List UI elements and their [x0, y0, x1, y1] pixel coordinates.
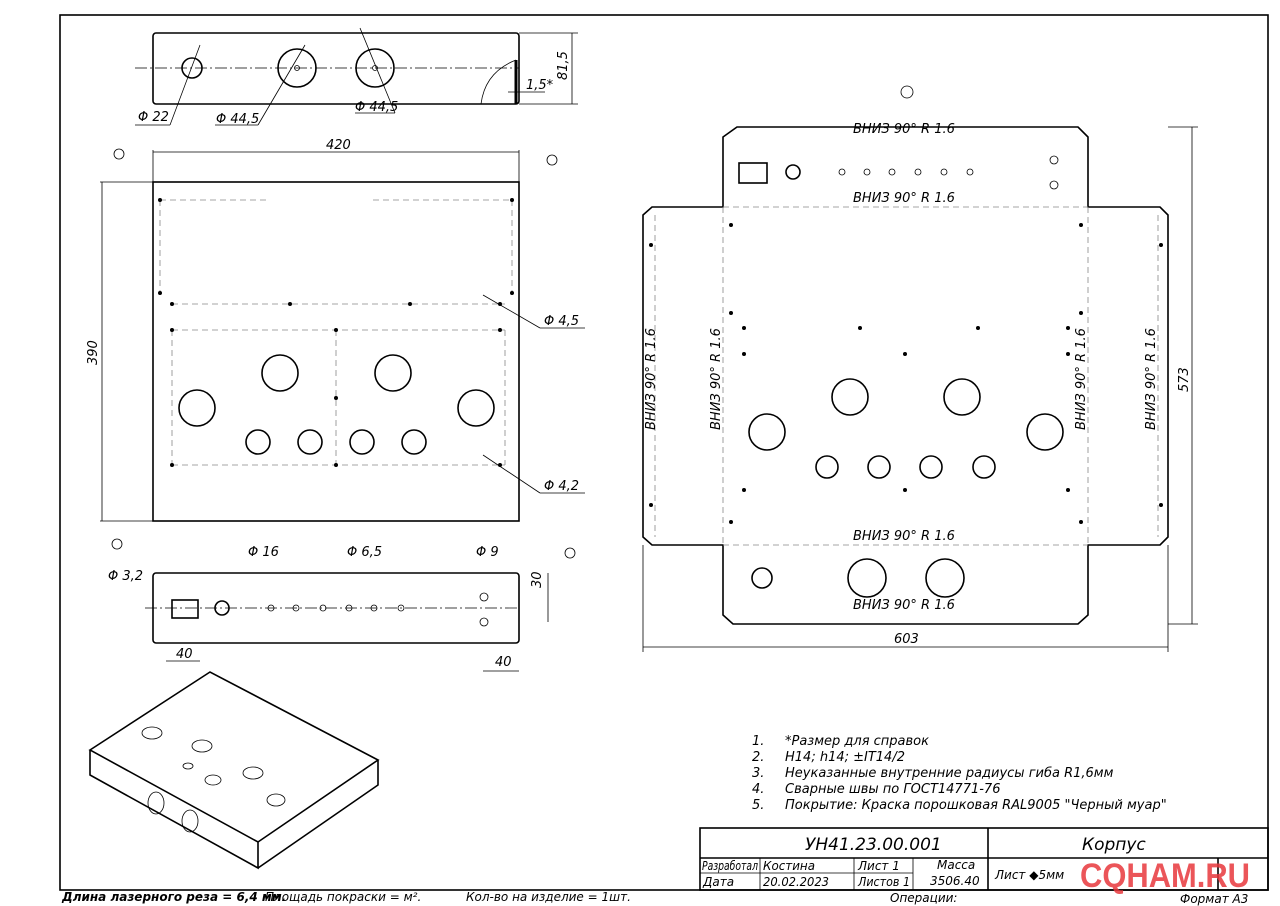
- sheets: Листов 1: [857, 875, 910, 889]
- front-view: 420 390 Φ 4,5 Φ 4,2: [86, 138, 585, 559]
- note-3: Неуказанные внутренние радиусы гиба R1,6…: [785, 766, 1114, 781]
- dim-40-right: 40: [495, 655, 512, 670]
- dim-420: 420: [326, 138, 351, 153]
- note-4: Сварные швы по ГОСТ14771-76: [785, 782, 1000, 797]
- dim-d16: Φ 16: [248, 545, 279, 560]
- date-label: Дата: [702, 875, 734, 889]
- dim-573: 573: [1177, 367, 1192, 392]
- developer: Костина: [763, 859, 815, 873]
- drawing-frame: [59, 14, 1269, 891]
- quantity: Кол-во на изделие = 1шт.: [466, 890, 631, 904]
- watermark-logo: CQHAM.RU: [1080, 857, 1250, 895]
- dim-30: 30: [530, 571, 545, 588]
- laser-cut-length: Длина лазерного реза = 6,4 мм.: [61, 890, 286, 904]
- bend-label-right-1: ВНИЗ 90° R 1.6: [1074, 328, 1089, 430]
- dim-d4-5: Φ 4,5: [544, 314, 579, 329]
- label: 4.: [752, 782, 764, 797]
- operations: Операции:: [890, 891, 957, 905]
- note-5: Покрытие: Краска порошковая RAL9005 "Чер…: [785, 798, 1167, 813]
- top-view: Φ 22 Φ 44,5 Φ 44,5 81,5 1,5*: [135, 27, 578, 127]
- dim-d44-5-right: Φ 44,5: [355, 100, 398, 115]
- label: 2.: [752, 750, 764, 765]
- note-2: H14; h14; ±IT14/2: [785, 750, 905, 765]
- dim-d44-5-left: Φ 44,5: [216, 112, 259, 127]
- bend-label-bottom-2: ВНИЗ 90° R 1.6: [853, 598, 955, 613]
- mass: 3506.40: [930, 874, 980, 888]
- bend-label-left-1: ВНИЗ 90° R 1.6: [644, 328, 659, 430]
- designation: УН41.23.00.001: [805, 835, 942, 855]
- dim-d3-2: Φ 3,2: [108, 569, 143, 584]
- paint-area: Площадь покраски = м².: [265, 890, 421, 904]
- bend-label-top-1: ВНИЗ 90° R 1.6: [853, 122, 955, 137]
- paper-format: Формат А3: [1180, 892, 1248, 906]
- dim-d22: Φ 22: [138, 110, 169, 125]
- technical-notes: 1. *Размер для справок 2. H14; h14; ±IT14/…: [752, 734, 1167, 813]
- label: 5.: [752, 798, 764, 813]
- dim-603: 603: [894, 632, 919, 647]
- developed-label: Разработал: [702, 859, 758, 873]
- bend-label-bottom-1: ВНИЗ 90° R 1.6: [853, 529, 955, 544]
- bottom-view: Φ 3,2 Φ 16 Φ 6,5 Φ 9 30 40 40: [108, 545, 549, 672]
- dim-1-5: 1,5*: [526, 78, 554, 93]
- isometric-view: [88, 671, 380, 870]
- dim-81-5: 81,5: [556, 51, 571, 80]
- bend-label-right-2: ВНИЗ 90° R 1.6: [1144, 328, 1159, 430]
- bend-label-left-2: ВНИЗ 90° R 1.6: [709, 328, 724, 430]
- dim-390: 390: [86, 340, 101, 365]
- part-name: Корпус: [1082, 835, 1146, 855]
- title-block: УН41.23.00.001 Корпус Разработал Костина…: [699, 827, 1269, 891]
- dim-d6-5: Φ 6,5: [347, 545, 382, 560]
- bend-label-top-2: ВНИЗ 90° R 1.6: [853, 191, 955, 206]
- label: 3.: [752, 766, 764, 781]
- footer: Длина лазерного реза = 6,4 мм. Площадь п…: [61, 890, 1248, 906]
- flat-pattern-view: ВНИЗ 90° R 1.6 ВНИЗ 90° R 1.6 ВНИЗ 90° R…: [642, 85, 1198, 652]
- mass-label: Масса: [937, 858, 975, 872]
- dim-d9: Φ 9: [476, 545, 499, 560]
- sheet: Лист 1: [857, 859, 900, 873]
- date: 20.02.2023: [763, 875, 829, 889]
- dim-d4-2: Φ 4,2: [544, 479, 579, 494]
- label: 1.: [752, 734, 764, 749]
- note-1: *Размер для справок: [785, 734, 929, 749]
- material: Лист ◆5мм: [994, 868, 1064, 882]
- dim-40-left: 40: [176, 647, 193, 662]
